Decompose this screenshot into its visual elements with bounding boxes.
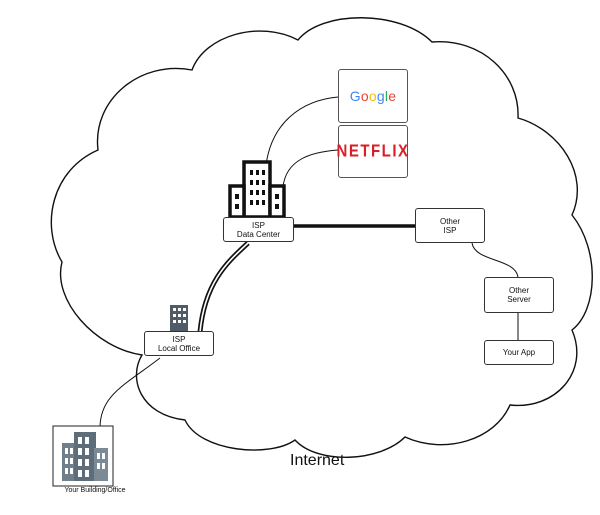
isp-data-center-node: ISP Data Center [223,217,294,242]
google-letter: l [384,88,389,104]
isp-local-office-line2: Local Office [157,343,201,353]
isp-local-office-line1: ISP [172,334,186,344]
google-letter: G [349,88,361,104]
internet-label: Internet [290,452,345,469]
other-server-line1: Other [508,286,529,295]
google-letter: o [360,88,369,104]
isp-data-center-line1: ISP [252,220,265,230]
link-data-center-to-google [264,96,339,176]
link-building-to-local-office [99,357,161,429]
netflix-box: NETFLIX [336,125,410,178]
google-box: Google [338,69,408,123]
isp-data-center-line2: Data Center [236,229,281,239]
other-server-line2: Server [507,295,531,304]
google-letter: g [376,88,385,104]
google-logo: Google [350,88,396,104]
google-letter: e [388,88,397,104]
your-building-label: Your Building/Office [64,487,126,494]
internet-cloud [50,17,593,458]
other-server-node: Other Server [484,277,554,313]
your-app-label: Your App [502,348,536,357]
other-isp-node: Other ISP [415,208,485,243]
link-other-isp-to-other-server [471,242,519,278]
link-data-center-to-netflix [282,149,339,188]
local-office-building-icon [170,305,188,331]
other-isp-line2: ISP [443,225,457,235]
isp-local-office-node: ISP Local Office [144,331,214,356]
other-isp-line1: Other [439,216,460,226]
google-letter: o [368,88,377,104]
your-building-icon [52,425,114,487]
netflix-logo: NETFLIX [336,141,410,162]
your-app-node: Your App [484,340,554,365]
